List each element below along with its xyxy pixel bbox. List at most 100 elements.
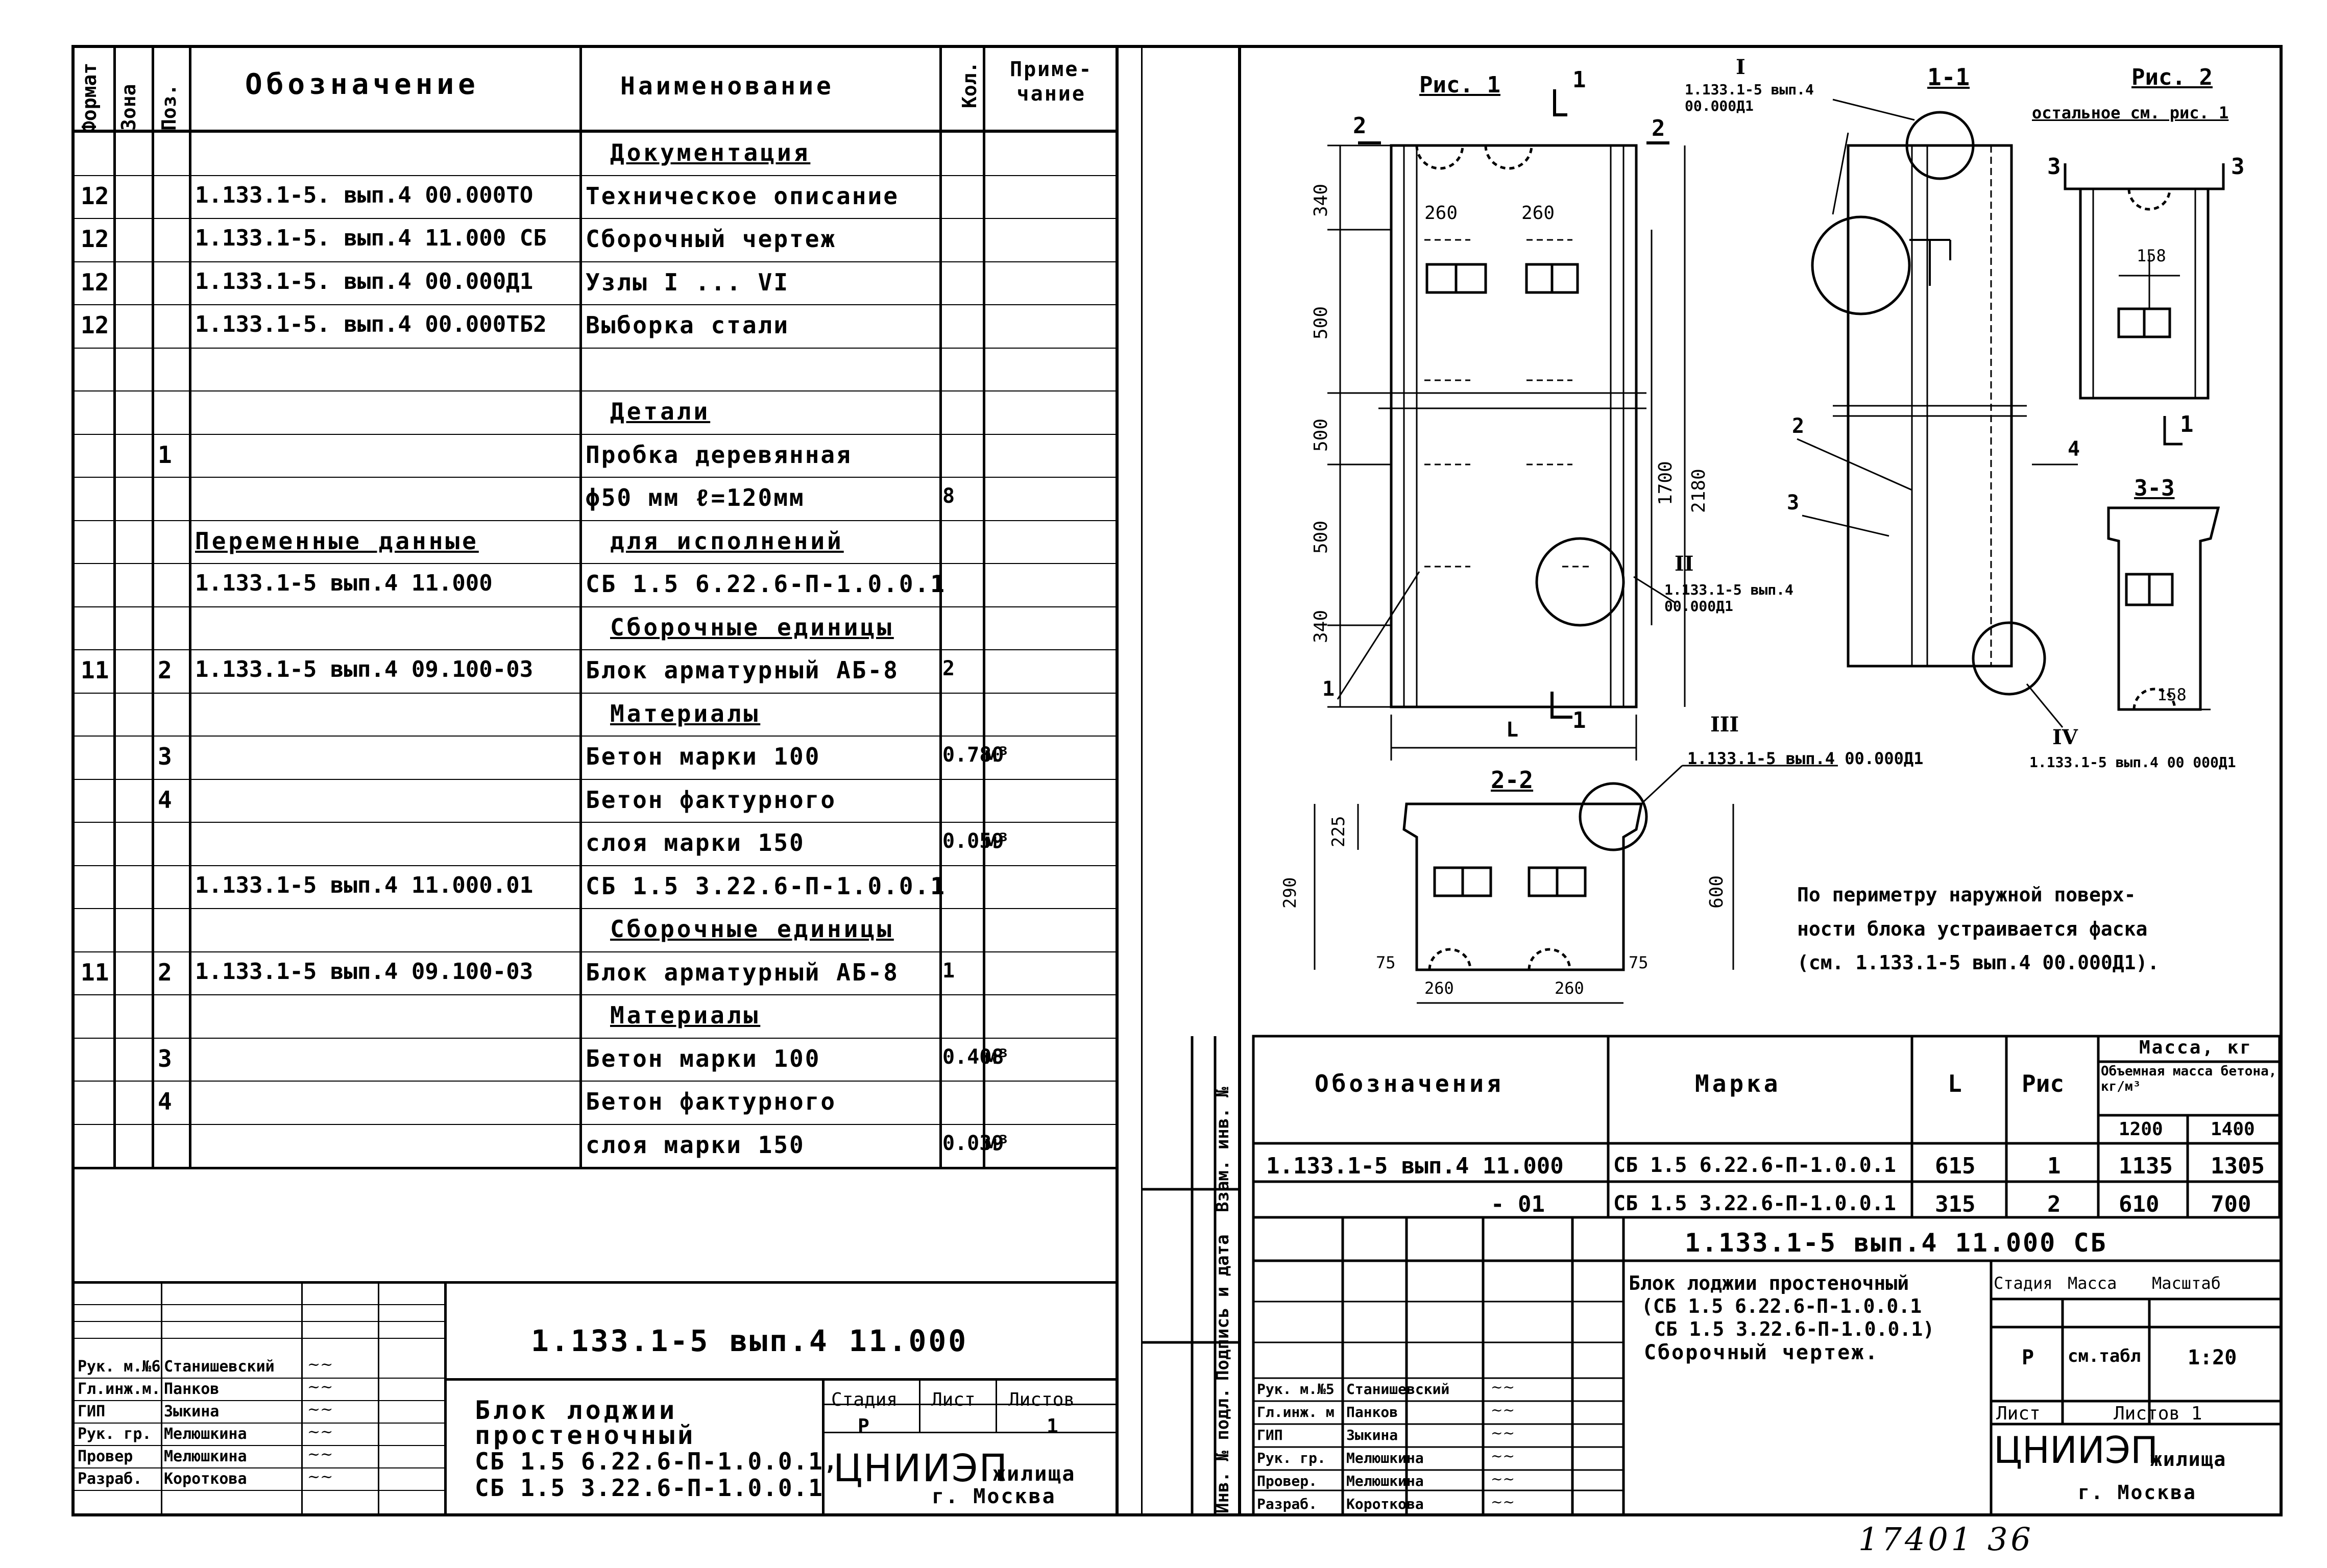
cell-mark: СБ 1.5 3.22.6-П-1.0.0.1 [1613, 1192, 1896, 1215]
spec-row-divider [75, 778, 1116, 780]
spec-row-divider [75, 1123, 1116, 1125]
dim-500-1: 500 [1311, 306, 1331, 339]
left-stamp-sheets: 1 [1047, 1415, 1058, 1437]
stamp-name: Станишевский [1346, 1381, 1450, 1398]
cell-name: Бетон фактурного [586, 1088, 837, 1115]
right-stamp-mass-label: Масса [2068, 1273, 2117, 1293]
spec-row-divider [75, 477, 1116, 478]
cell-name: Бетон марки 100 [586, 1044, 821, 1072]
spec-row-divider [75, 649, 1116, 650]
cell-m2: 700 [2211, 1191, 2251, 1217]
cell-designation: Переменные данные [195, 527, 479, 555]
spec-col-divider [939, 45, 942, 1167]
spec-row-divider [75, 1081, 1116, 1082]
cell-name: Сборочный чертеж [586, 225, 837, 253]
fig2-note: остальное см. рис. 1 [2032, 103, 2229, 122]
signature-icon: ~~ [307, 1356, 333, 1374]
cell-note: м³ [985, 1131, 1010, 1155]
spec-table-bottom [75, 1167, 1116, 1169]
dim-2180: 2180 [1688, 469, 1709, 513]
signature-icon: ~~ [1491, 1448, 1515, 1464]
col-note-header: Приме- чание [1010, 58, 1093, 106]
cell-name: Бетон фактурного [586, 786, 837, 814]
section-1-1-title: 1-1 [1927, 63, 1970, 91]
stamp-grid-line [75, 1423, 445, 1424]
stamp-name: Панков [164, 1380, 220, 1398]
section-3-3-title: 3-3 [2134, 475, 2175, 501]
cell-name: СБ 1.5 3.22.6-П-1.0.0.1 [586, 872, 946, 900]
dim-500-3: 500 [1311, 520, 1331, 554]
stamp-name: Мелюшкина [164, 1448, 247, 1465]
left-stamp-title-4: СБ 1.5 3.22.6-П-1.0.0.1 [475, 1474, 823, 1502]
left-border [71, 45, 75, 1516]
cell-name: Узлы I ... VI [586, 268, 790, 296]
stamp-grid-line [75, 1445, 445, 1446]
cell-pos: 4 [158, 1088, 172, 1115]
stamp-grid-line [75, 1338, 445, 1339]
cell-mark: СБ 1.5 6.22.6-П-1.0.0.1 [1613, 1154, 1896, 1177]
spec-header-divider [75, 130, 1116, 133]
mark-col-d1: 1200 [2119, 1119, 2163, 1140]
left-stamp-sheets-label: Листов [1008, 1389, 1075, 1410]
signature-icon: ~~ [307, 1401, 333, 1418]
stamp-grid-line [75, 1400, 445, 1401]
spec-row-divider [75, 218, 1116, 219]
mark-col-d2: 1400 [2211, 1119, 2255, 1140]
spec-row-divider [75, 908, 1116, 909]
mark-col-density: Объемная масса бетона, кг/м³ [2101, 1064, 2277, 1094]
cell-note: м³ [985, 1045, 1010, 1069]
spec-col-divider [113, 45, 116, 1167]
spec-col-divider [579, 45, 582, 1167]
right-border [2280, 45, 2283, 1516]
stamp-name: Короткова [1346, 1496, 1424, 1512]
spec-row-divider [75, 390, 1116, 391]
stamp-role: Гл.инж. м [1257, 1404, 1335, 1420]
stamp-grid-line [822, 1432, 1116, 1433]
cell-note: м³ [985, 743, 1010, 767]
cell-name: Техническое описание [586, 182, 899, 210]
right-stamp-org: ЦНИИЭП [1994, 1429, 2159, 1472]
dim-75-b: 75 [1629, 953, 1649, 972]
mark-col-designation: Обозначения [1315, 1070, 1504, 1097]
stamp-name: Мелюшкина [164, 1425, 247, 1443]
left-stamp-org: ЦНИИЭП [833, 1447, 1009, 1490]
col-designation-header: Обозначение [245, 68, 479, 101]
spec-row-divider [75, 606, 1116, 607]
cell-qty: 0.059 [942, 829, 1004, 853]
signature-icon: ~~ [307, 1446, 333, 1463]
cell-fig: 2 [2047, 1191, 2061, 1217]
cell-name: Документация [610, 139, 811, 166]
col-pos-header: Поз. [158, 84, 180, 131]
cell-designation: 1.133.1-5 вып.4 09.100-03 [195, 656, 534, 682]
cell-format: 12 [81, 268, 109, 296]
spec-row-divider [75, 822, 1116, 823]
cell-designation: 1.133.1-5 вып.4 09.100-03 [195, 958, 534, 985]
right-stamp-title-4: Сборочный чертеж. [1644, 1341, 1879, 1364]
right-stamp-mass: см.табл [2068, 1346, 2141, 1366]
cell-name: СБ 1.5 6.22.6-П-1.0.0.1 [586, 570, 946, 598]
cell-designation: 1.133.1-5. вып.4 11.000 СБ [195, 225, 547, 251]
spec-row-divider [75, 1037, 1116, 1039]
cell-pos: 3 [158, 1044, 172, 1072]
spec-row-divider [75, 433, 1116, 435]
dim-260-b: 260 [1521, 203, 1555, 224]
left-stamp-title-1: Блок лоджии [475, 1395, 678, 1425]
col-zone-header: Зона [117, 84, 140, 131]
fig2-title: Рис. 2 [2131, 64, 2213, 90]
node-III-ref: 1.133.1-5 вып.4 00.000Д1 [1687, 749, 1924, 768]
bottom-border [71, 1513, 2282, 1516]
stamp-name: Зыкина [1346, 1427, 1398, 1443]
signature-icon: ~~ [1491, 1402, 1515, 1418]
cell-designation: 1.133.1-5. вып.4 00.000ТБ2 [195, 311, 547, 337]
stamp-grid-line [444, 1281, 447, 1513]
mark-col-mark: Марка [1695, 1070, 1781, 1097]
stamp-name: Мелюшкина [1346, 1473, 1424, 1489]
sheet-gap-line [1141, 45, 1143, 1516]
cell-m1: 610 [2119, 1191, 2160, 1217]
cell-name: Материалы [610, 699, 761, 727]
cell-name: слоя марки 150 [586, 1131, 805, 1159]
cell-designation: - 01 [1491, 1191, 1545, 1217]
stamp-grid-line [75, 1467, 445, 1468]
right-stamp-stage-label: Стадия [1994, 1273, 2053, 1293]
node-II-ref: 1.133.1-5 вып.4 00.000Д1 [1664, 581, 1793, 615]
